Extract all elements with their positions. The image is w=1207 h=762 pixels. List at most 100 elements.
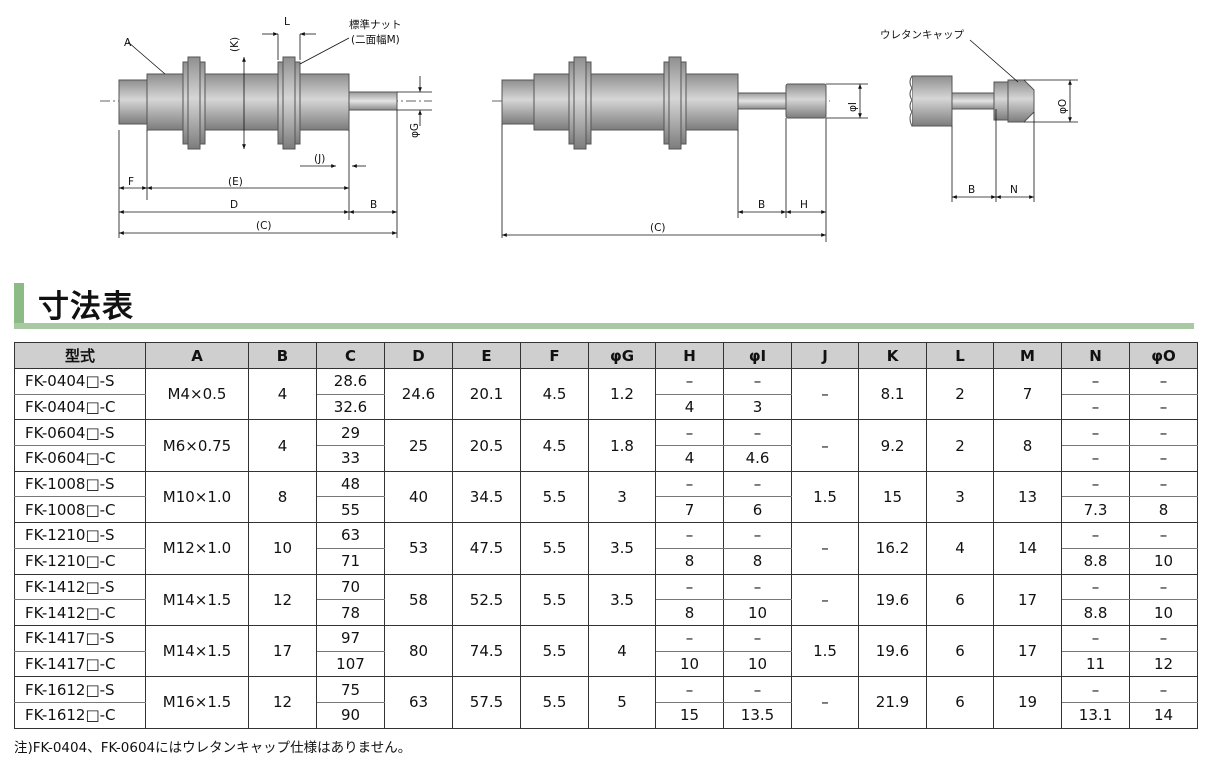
length-n-cell: 11 [1061, 650, 1130, 678]
label-a: A [124, 37, 132, 49]
model-cell: FK-1412□-C [14, 599, 146, 626]
length-n-cell: – [1061, 676, 1130, 703]
length-j-cell: – [791, 676, 859, 729]
length-j-cell: – [791, 419, 859, 472]
stroke-cell: 10 [248, 522, 317, 575]
length-n-cell: – [1061, 445, 1130, 472]
length-l-cell: 3 [926, 470, 994, 524]
length-n-cell: 8.8 [1061, 547, 1130, 575]
header-cell: J [791, 342, 859, 369]
left-view: A (K) L 標準ナット (二面幅M) φG (J) F (E) D B (C… [100, 16, 432, 238]
model-cell: FK-1412□-S [14, 573, 146, 601]
model-cell: FK-1210□-S [14, 522, 146, 549]
diameter-g-cell: 3.5 [588, 573, 656, 626]
header-cell: φG [588, 342, 656, 369]
diameter-i-cell: 10 [723, 599, 792, 626]
length-h-cell: – [655, 419, 724, 447]
length-j-cell: – [791, 522, 859, 575]
diameter-g-cell: 3 [588, 470, 656, 524]
label-b: B [370, 199, 377, 211]
length-l-cell: 6 [926, 676, 994, 729]
length-e-cell: 57.5 [452, 676, 521, 729]
thread-cell: M10×1.0 [145, 470, 249, 524]
length-h-cell: – [655, 676, 724, 703]
header-cell: H [655, 342, 724, 369]
length-d-cell: 80 [384, 624, 453, 678]
heading-accent-bar [14, 283, 24, 325]
model-cell: FK-1008□-S [14, 470, 146, 498]
length-c-cell: 32.6 [316, 393, 385, 421]
model-cell: FK-1612□-C [14, 701, 146, 729]
length-h-cell: 8 [655, 547, 724, 575]
length-l-cell: 6 [926, 573, 994, 626]
header-cell: L [926, 342, 994, 369]
length-e-cell: 34.5 [452, 470, 521, 524]
length-l-cell: 2 [926, 419, 994, 472]
length-k-cell: 19.6 [858, 624, 927, 678]
length-c-cell: 33 [316, 445, 385, 472]
header-cell: C [316, 342, 385, 369]
length-k-cell: 9.2 [858, 419, 927, 472]
length-c-cell: 75 [316, 676, 385, 703]
label-mid-h: H [800, 199, 808, 211]
length-l-cell: 2 [926, 367, 994, 421]
diameter-i-cell: – [723, 419, 792, 447]
length-e-cell: 74.5 [452, 624, 521, 678]
length-d-cell: 58 [384, 573, 453, 626]
model-cell: FK-1008□-C [14, 496, 146, 524]
nut-width-m-cell: 8 [993, 419, 1062, 472]
right-view: ウレタンキャップ φO B N [880, 29, 1078, 202]
length-j-cell: – [791, 367, 859, 421]
label-mid-b: B [758, 199, 765, 211]
thread-cell: M16×1.5 [145, 676, 249, 729]
label-j: (J) [314, 153, 325, 165]
label-right-b: B [968, 184, 975, 196]
label-i: φI [847, 102, 859, 112]
length-c-cell: 97 [316, 624, 385, 652]
diameter-i-cell: – [723, 573, 792, 601]
diameter-o-cell: – [1129, 470, 1198, 498]
length-n-cell: 13.1 [1061, 701, 1130, 729]
length-c-cell: 70 [316, 573, 385, 601]
diameter-i-cell: – [723, 676, 792, 703]
length-f-cell: 5.5 [520, 470, 589, 524]
header-cell: φI [723, 342, 792, 369]
diameter-i-cell: – [723, 624, 792, 652]
length-k-cell: 16.2 [858, 522, 927, 575]
label-across-flats: (二面幅M) [351, 33, 400, 46]
length-e-cell: 20.1 [452, 367, 521, 421]
length-l-cell: 6 [926, 624, 994, 678]
model-cell: FK-0404□-C [14, 393, 146, 421]
header-cell: E [452, 342, 521, 369]
length-h-cell: 10 [655, 650, 724, 678]
length-c-cell: 71 [316, 547, 385, 575]
diameter-o-cell: – [1129, 573, 1198, 601]
length-f-cell: 5.5 [520, 522, 589, 575]
length-e-cell: 52.5 [452, 573, 521, 626]
header-cell: F [520, 342, 589, 369]
header-cell: 型式 [14, 342, 146, 369]
label-o: φO [1057, 99, 1069, 114]
length-h-cell: 7 [655, 496, 724, 524]
model-cell: FK-1210□-C [14, 547, 146, 575]
nut-width-m-cell: 17 [993, 573, 1062, 626]
label-urethane-cap: ウレタンキャップ [880, 29, 964, 41]
length-h-cell: – [655, 522, 724, 549]
length-j-cell: – [791, 573, 859, 626]
length-h-cell: – [655, 573, 724, 601]
length-n-cell: – [1061, 470, 1130, 498]
length-n-cell: 7.3 [1061, 496, 1130, 524]
length-c-cell: 55 [316, 496, 385, 524]
label-f: F [128, 176, 134, 188]
label-d: D [230, 199, 238, 211]
footnote: 注)FK-0404、FK-0604にはウレタンキャップ仕様はありません。 [14, 740, 412, 756]
length-f-cell: 4.5 [520, 367, 589, 421]
length-h-cell: 15 [655, 701, 724, 729]
length-d-cell: 25 [384, 419, 453, 472]
length-d-cell: 63 [384, 676, 453, 729]
label-right-n: N [1010, 184, 1018, 196]
diameter-g-cell: 3.5 [588, 522, 656, 575]
